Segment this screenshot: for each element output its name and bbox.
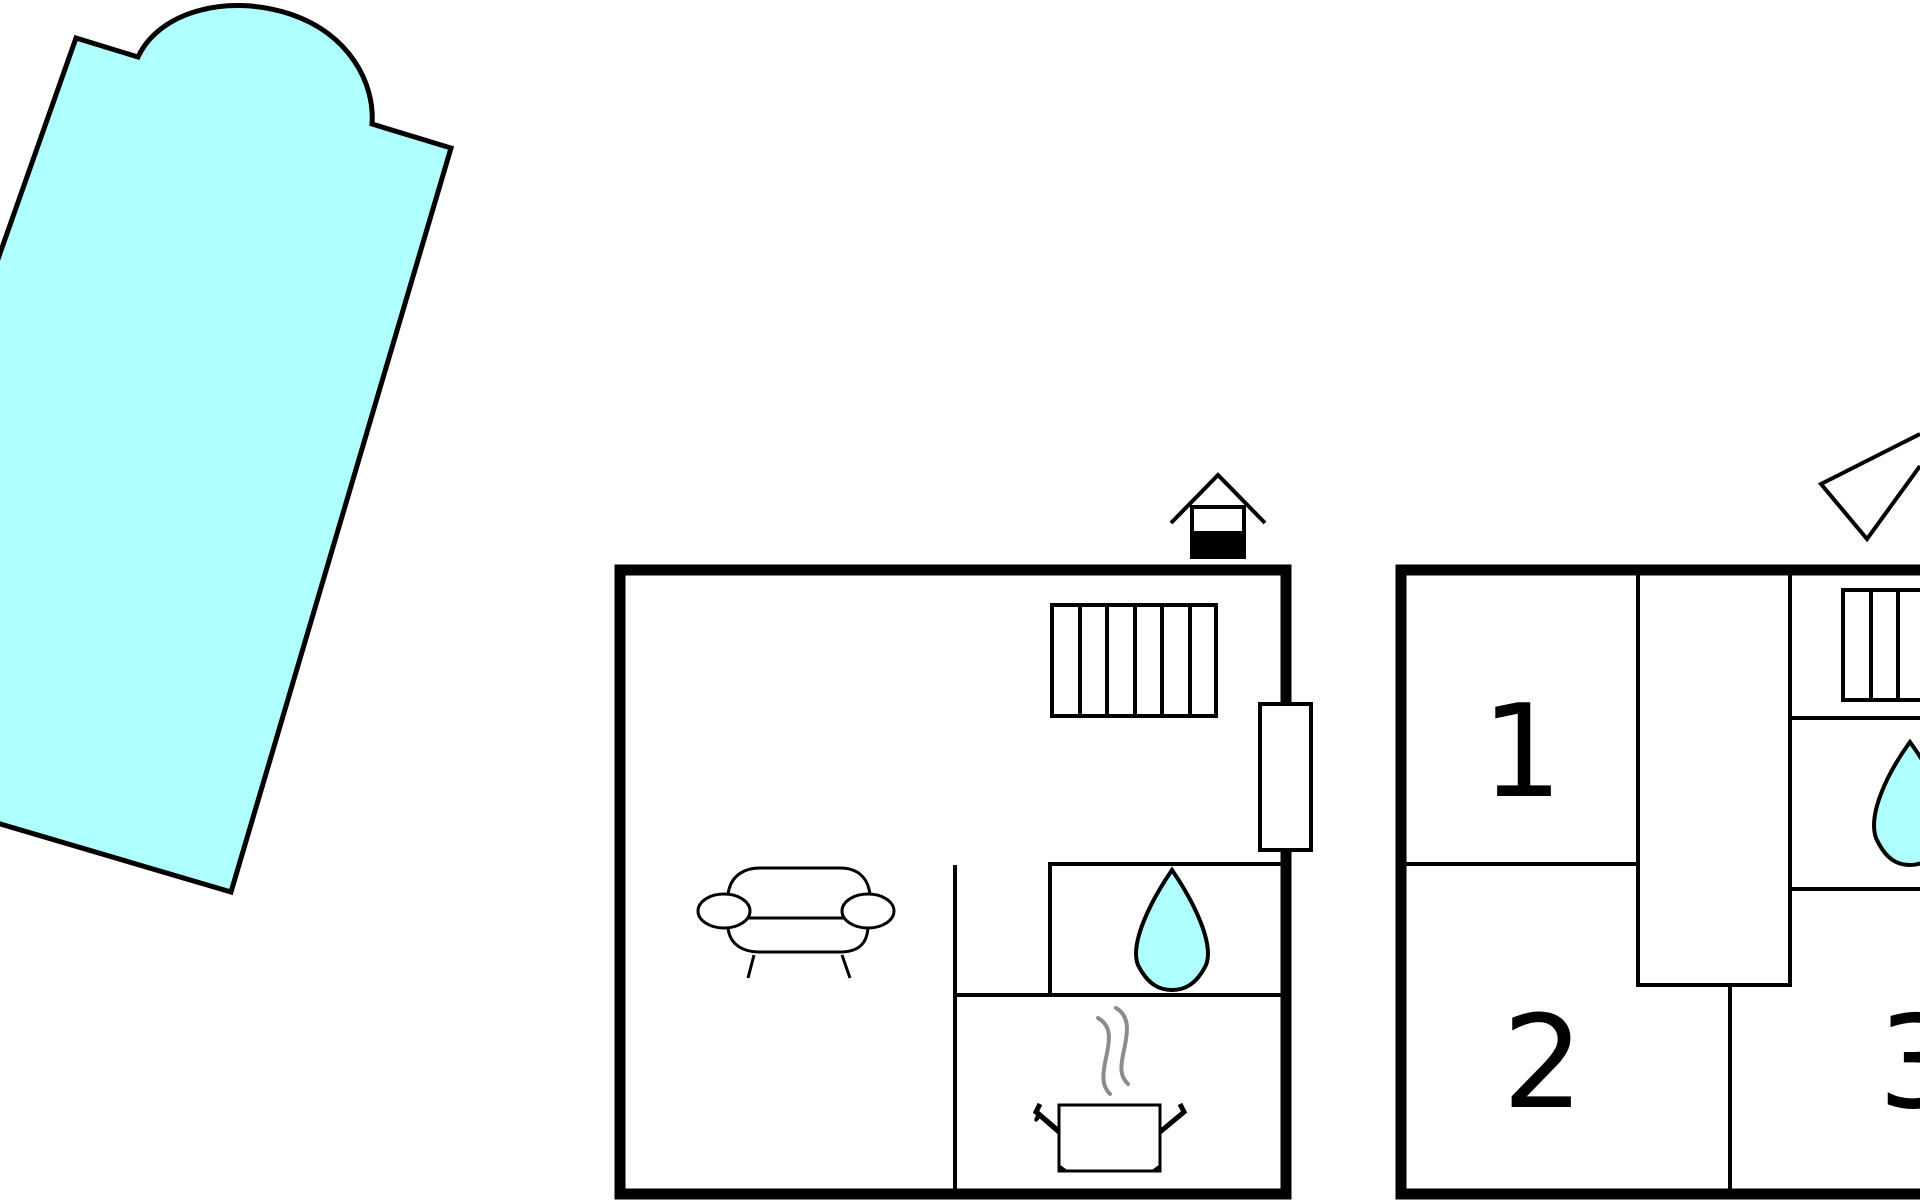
steam-icon bbox=[1096, 1006, 1130, 1096]
satellite-dish-icon bbox=[1817, 432, 1920, 543]
room-number-2: 2 bbox=[1502, 989, 1583, 1138]
interior-walls-right bbox=[1406, 575, 1920, 1194]
room-number-3: 3 bbox=[1878, 989, 1920, 1138]
fireplace-icon bbox=[1258, 702, 1313, 852]
shower-water-drop-icon bbox=[1134, 866, 1210, 993]
sofa-icon bbox=[696, 866, 896, 979]
room-number-1: 1 bbox=[1481, 678, 1562, 827]
swimming-pool bbox=[0, 3, 455, 896]
radiator-icon bbox=[1841, 588, 1920, 702]
interior-walls-left bbox=[953, 862, 1286, 1194]
house-right-walls bbox=[1395, 564, 1920, 1200]
sauna-icon bbox=[1169, 472, 1267, 559]
kitchen-cooking-pot-icon bbox=[1032, 1102, 1188, 1173]
radiator-icon bbox=[1050, 603, 1218, 718]
shower-water-drop-icon bbox=[1872, 738, 1920, 868]
